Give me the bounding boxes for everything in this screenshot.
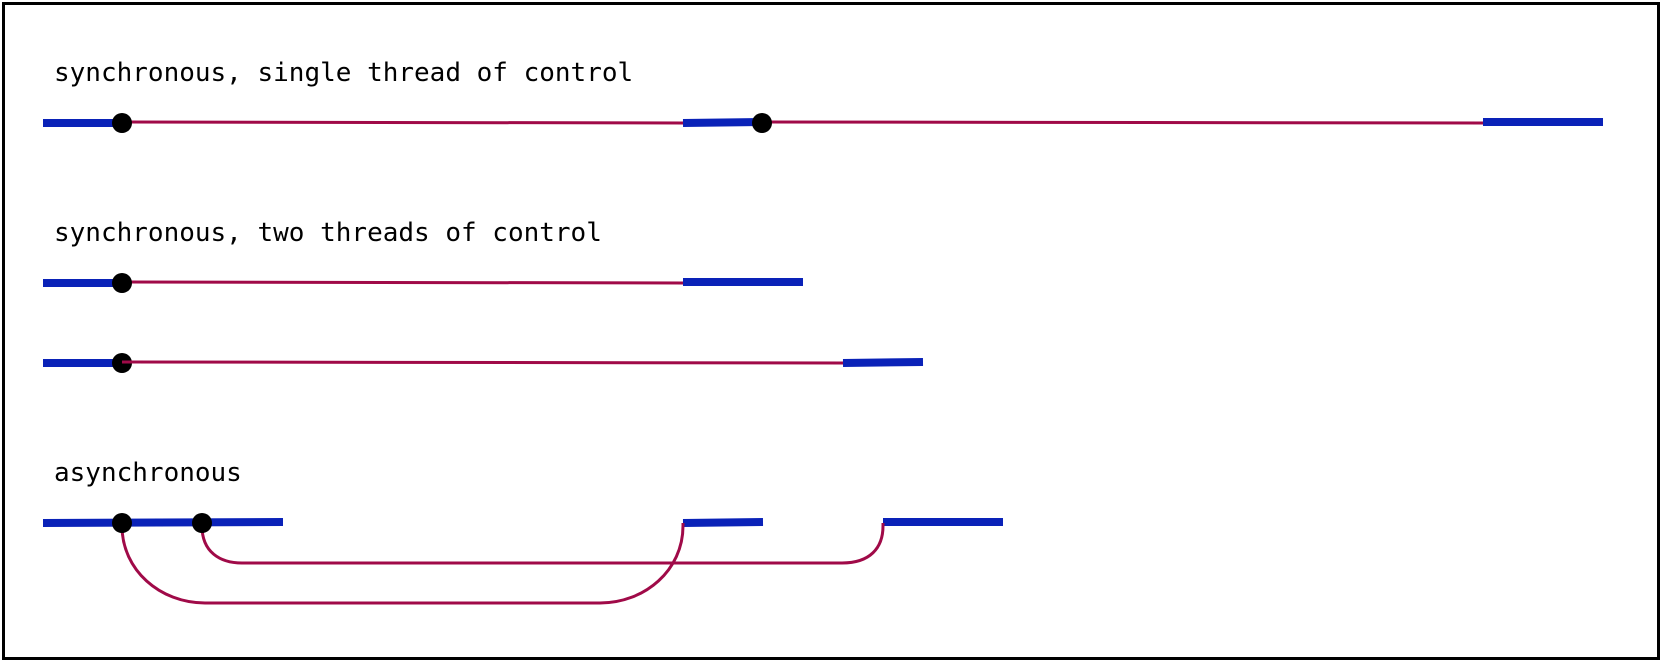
call-event-dot <box>192 513 212 533</box>
active-segment <box>42 518 284 527</box>
timeline-async <box>42 513 1003 605</box>
call-event-dot <box>752 113 772 133</box>
active-segment <box>842 358 924 367</box>
waiting-segment <box>761 120 1485 125</box>
waiting-segment <box>121 280 685 285</box>
timeline-sync-single <box>43 113 1603 133</box>
section-title-synchronous-two-threads: synchronous, two threads of control <box>54 218 602 248</box>
active-segment <box>682 518 764 527</box>
active-segment <box>682 118 763 127</box>
timeline-sync-two-thread-2 <box>43 353 924 373</box>
waiting-segment <box>121 360 845 365</box>
section-title-asynchronous: asynchronous <box>54 458 242 488</box>
call-event-dot <box>112 273 132 293</box>
call-event-dot <box>112 513 132 533</box>
waiting-segment <box>121 120 685 125</box>
timeline-sync-two-thread-1 <box>43 273 803 293</box>
call-event-dot <box>112 113 132 133</box>
async-callback-arc <box>120 523 685 605</box>
async-callback-arc <box>200 523 885 565</box>
section-title-synchronous-single-thread: synchronous, single thread of control <box>54 58 634 88</box>
